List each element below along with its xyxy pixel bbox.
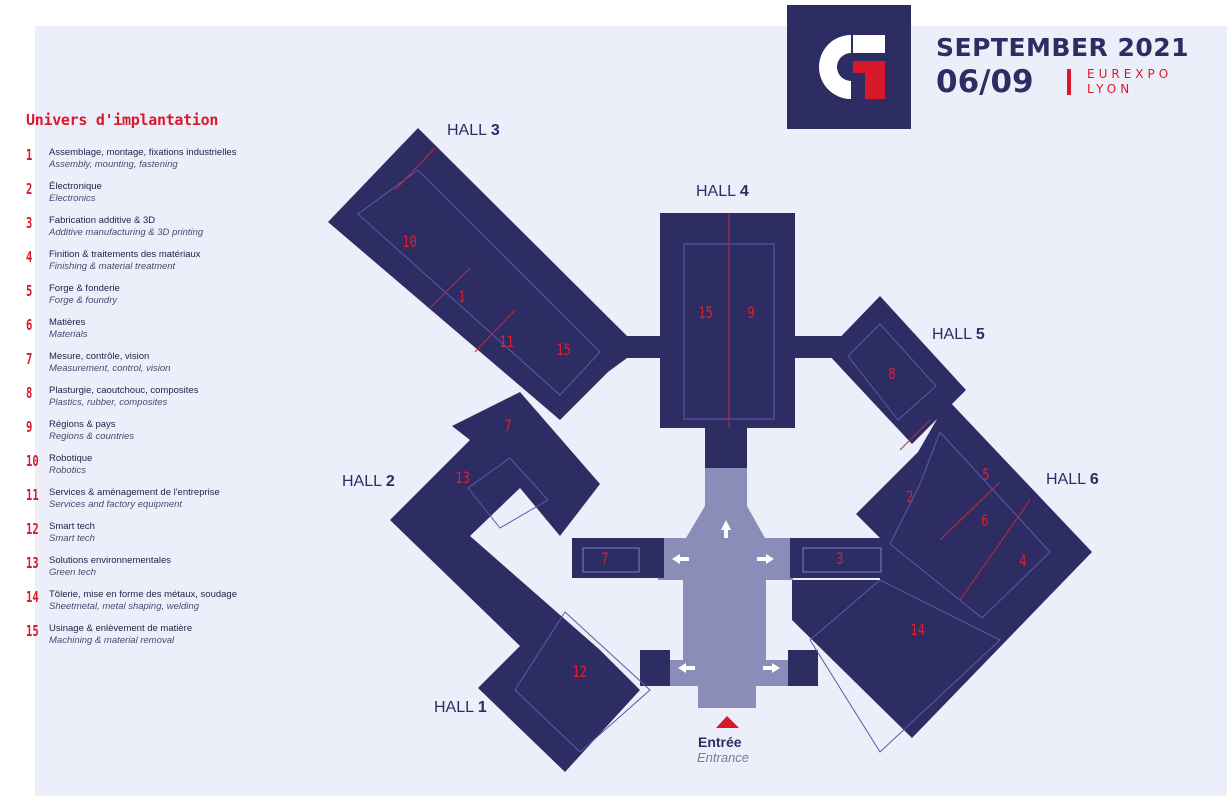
legend-item-label: Usinage & enlèvement de matière <box>49 623 193 634</box>
legend-item-number: 7 <box>26 350 33 368</box>
legend-item-translation: Robotics <box>49 465 86 476</box>
hall-5-shape <box>826 296 966 444</box>
entrance-label: Entrée <box>698 734 742 750</box>
central-corridor <box>658 466 793 708</box>
hall-1-outline <box>514 611 651 753</box>
hall-3-label: HALL 3 <box>447 122 500 139</box>
legend-item-translation: Measurement, control, vision <box>49 363 171 374</box>
legend-item-number: 13 <box>26 554 39 572</box>
legend-item-label: Assemblage, montage, fixations industrie… <box>49 147 237 158</box>
hall-6-shape <box>792 400 1092 753</box>
legend-item-translation: Green tech <box>49 567 96 578</box>
legend-item-number: 6 <box>26 316 33 334</box>
legend-item-translation: Regions & countries <box>49 431 135 442</box>
hall-1-label: HALL 1 <box>434 699 487 716</box>
legend-item-number: 2 <box>26 180 33 198</box>
legend-title: Univers d'implantation <box>26 111 219 129</box>
legend-item-translation: Finishing & material treatment <box>49 261 176 272</box>
legend-item-translation: Services and factory equipment <box>49 499 183 510</box>
zone-label: 15 <box>556 340 571 359</box>
hall-6-label: HALL 6 <box>1046 471 1099 488</box>
header-divider <box>1067 69 1071 95</box>
zone-label: 13 <box>455 468 470 487</box>
legend-item-translation: Machining & material removal <box>49 635 175 646</box>
legend-item-number: 3 <box>26 214 33 232</box>
legend-item-number: 12 <box>26 520 39 538</box>
map-background <box>35 26 1227 796</box>
legend-item-translation: Assembly, mounting, fastening <box>49 159 178 170</box>
legend-item-number: 10 <box>26 452 39 470</box>
direction-arrows <box>672 520 780 673</box>
hall-2-label: HALL 2 <box>342 473 395 490</box>
zone-label: 6 <box>981 511 989 530</box>
hall-4-shape <box>660 213 795 428</box>
legend-item-label: Matières <box>49 317 86 328</box>
entrance-label-en: Entrance <box>697 750 750 765</box>
zone-label: 9 <box>747 303 755 322</box>
zone-label: 8 <box>888 364 896 383</box>
legend-item-label: Robotique <box>49 453 93 464</box>
zone-label: 4 <box>1019 551 1027 570</box>
legend-item-number: 14 <box>26 588 39 606</box>
zone-label: 1 <box>458 287 466 306</box>
zone-box-3 <box>802 547 882 573</box>
legend-item-translation: Smart tech <box>49 533 95 544</box>
zone-label: 10 <box>402 232 417 251</box>
hall-3-shape <box>328 128 627 420</box>
legend-item-number: 4 <box>26 248 33 266</box>
zone-label: 5 <box>982 465 990 484</box>
event-logo <box>787 5 911 129</box>
zone-label: 11 <box>499 332 514 351</box>
legend-item-translation: Plastics, rubber, composites <box>49 397 168 408</box>
event-day: 06/09 <box>936 64 1034 100</box>
legend-item-number: 5 <box>26 282 33 300</box>
zone-label: 15 <box>698 303 713 322</box>
legend-item-number: 1 <box>26 146 33 164</box>
hall-4-label: HALL 4 <box>696 183 749 200</box>
venue-line-2: LYON <box>1087 82 1134 96</box>
hall-2-shape <box>390 392 640 772</box>
legend-item-translation: Electronics <box>49 193 96 204</box>
legend-item-label: Forge & fonderie <box>49 283 120 294</box>
legend-item-label: Électronique <box>49 181 102 192</box>
legend-item-number: 9 <box>26 418 33 436</box>
legend-item-number: 8 <box>26 384 33 402</box>
zone-label: 3 <box>836 549 844 568</box>
zone-label: 2 <box>906 487 914 506</box>
legend-item-translation: Forge & foundry <box>49 295 118 306</box>
zone-label: 12 <box>572 662 587 681</box>
zone-box-7 <box>582 547 640 573</box>
legend-item-label: Fabrication additive & 3D <box>49 215 156 226</box>
legend-item-label: Services & aménagement de l'entreprise <box>49 487 220 498</box>
zone-label: 7 <box>601 549 609 568</box>
legend-item-label: Solutions environnementales <box>49 555 171 566</box>
entrance-marker <box>716 716 739 728</box>
legend-item-number: 15 <box>26 622 39 640</box>
legend-item-label: Régions & pays <box>49 419 116 430</box>
zone-label: 14 <box>910 620 925 639</box>
legend-item-translation: Sheetmetal, metal shaping, welding <box>49 601 199 612</box>
legend-item-translation: Materials <box>49 329 88 340</box>
event-date-line: SEPTEMBER 2021 <box>936 33 1190 62</box>
legend-item-label: Tôlerie, mise en forme des métaux, souda… <box>49 589 237 600</box>
legend-item-translation: Additive manufacturing & 3D printing <box>49 227 204 238</box>
legend-item-number: 11 <box>26 486 39 504</box>
hall-5-label: HALL 5 <box>932 326 985 343</box>
legend-item-label: Finition & traitements des matériaux <box>49 249 201 260</box>
legend-item-label: Mesure, contrôle, vision <box>49 351 150 362</box>
venue-line-1: EUREXPO <box>1087 67 1173 81</box>
zone-label: 7 <box>504 416 512 435</box>
legend-item-label: Plasturgie, caoutchouc, composites <box>49 385 199 396</box>
legend-item-label: Smart tech <box>49 521 95 532</box>
